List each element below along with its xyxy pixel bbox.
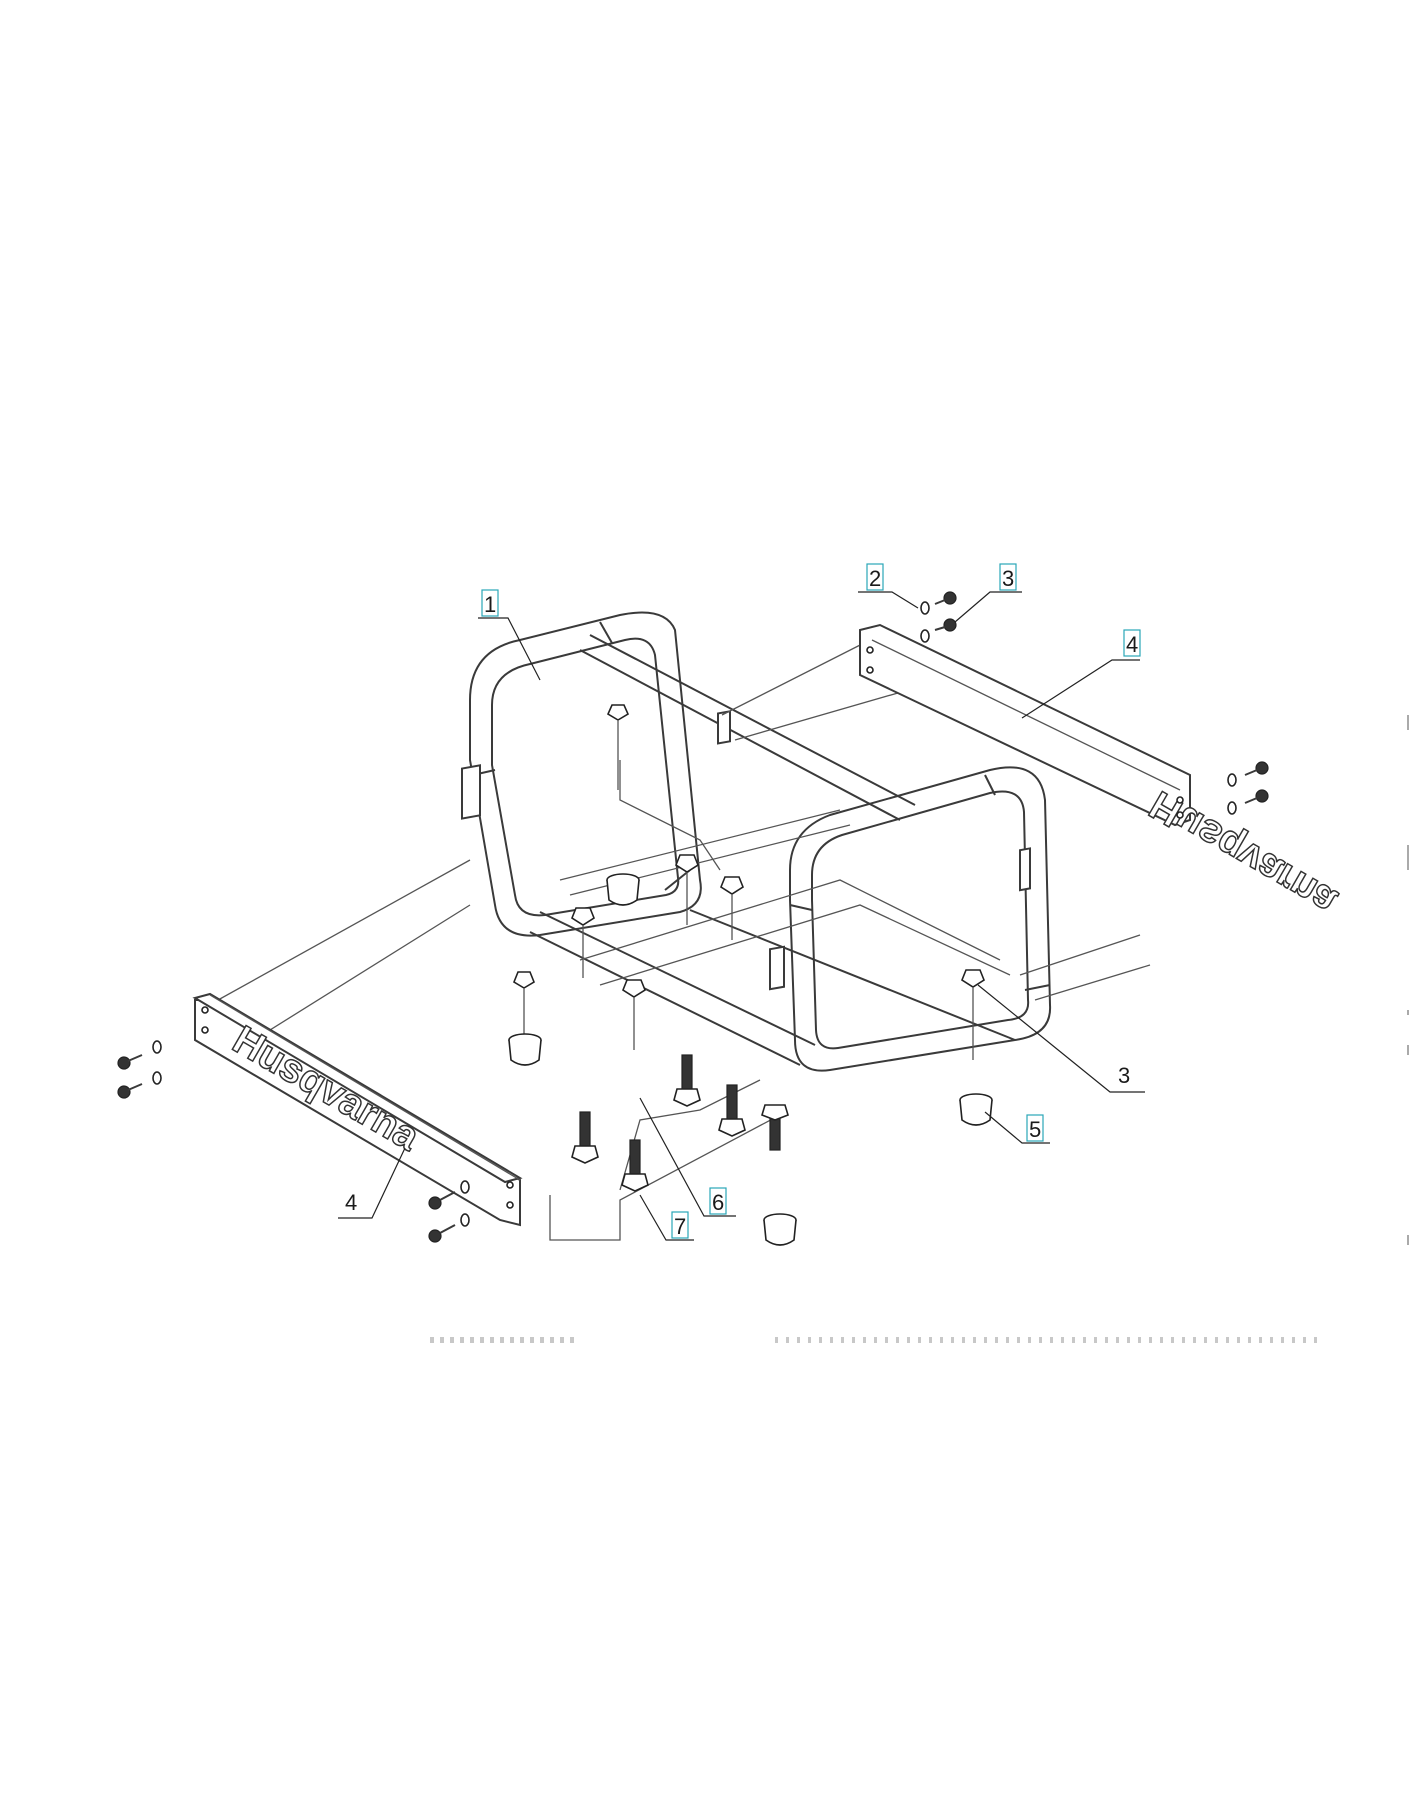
rubber-foot-3: [959, 1093, 993, 1126]
hardware-fasteners: [117, 591, 1269, 1246]
callout-4-top[interactable]: 4: [1021, 629, 1141, 719]
svg-text:3: 3: [1002, 566, 1014, 591]
callout-4-left[interactable]: 4: [338, 1147, 406, 1219]
tubular-frame: [461, 611, 1052, 1072]
flange-nut-3: [571, 907, 595, 978]
screw-right-4: [1227, 789, 1269, 815]
svg-text:1: 1: [484, 592, 496, 617]
callout-6[interactable]: 6: [639, 1097, 736, 1217]
svg-text:5: 5: [1029, 1117, 1041, 1142]
svg-text:4: 4: [345, 1190, 357, 1215]
flange-nut-2: [675, 854, 699, 925]
flange-nut-7: [961, 969, 985, 1060]
screw-right-1: [920, 591, 957, 615]
brand-logo-left: Husqvarna: [226, 1018, 428, 1160]
brand-logo-right-mirrored: Husqvarna: [1143, 782, 1345, 924]
callout-1[interactable]: 1: [478, 589, 541, 681]
rubber-foot-2: [508, 1033, 542, 1066]
callout-5[interactable]: 5: [984, 1111, 1050, 1144]
svg-text:3: 3: [1118, 1063, 1130, 1088]
rubber-foot-1: [606, 873, 640, 906]
rubber-foot-4: [763, 1213, 797, 1246]
flange-nut-1: [606, 704, 630, 790]
callout-2[interactable]: 2: [858, 563, 919, 609]
svg-text:7: 7: [674, 1214, 686, 1239]
bolt-4: [621, 1139, 649, 1192]
side-panel-right: Husqvarna: [859, 623, 1345, 925]
screw-left-2: [117, 1071, 162, 1099]
svg-text:2: 2: [869, 566, 881, 591]
callout-7[interactable]: 7: [639, 1194, 694, 1241]
flange-nut-4: [720, 876, 744, 940]
flange-nut-6: [513, 971, 535, 1035]
bolt-3: [718, 1084, 746, 1137]
bolt-1: [673, 1054, 701, 1107]
flange-nut-5: [622, 979, 646, 1050]
svg-text:6: 6: [712, 1190, 724, 1215]
callout-3-right[interactable]: 3: [977, 984, 1145, 1093]
callouts: 1 2 3 4 3 5: [338, 563, 1145, 1241]
side-panel-left: Husqvarna: [192, 992, 523, 1227]
bolt-5: [761, 1104, 789, 1151]
screw-right-2: [920, 618, 957, 643]
screw-left-4: [428, 1213, 470, 1243]
screw-left-1: [117, 1040, 162, 1070]
bolt-2: [571, 1111, 599, 1164]
callout-3-top[interactable]: 3: [954, 563, 1022, 623]
screw-right-3: [1227, 761, 1269, 787]
svg-text:4: 4: [1126, 632, 1138, 657]
screw-left-3: [428, 1180, 470, 1210]
